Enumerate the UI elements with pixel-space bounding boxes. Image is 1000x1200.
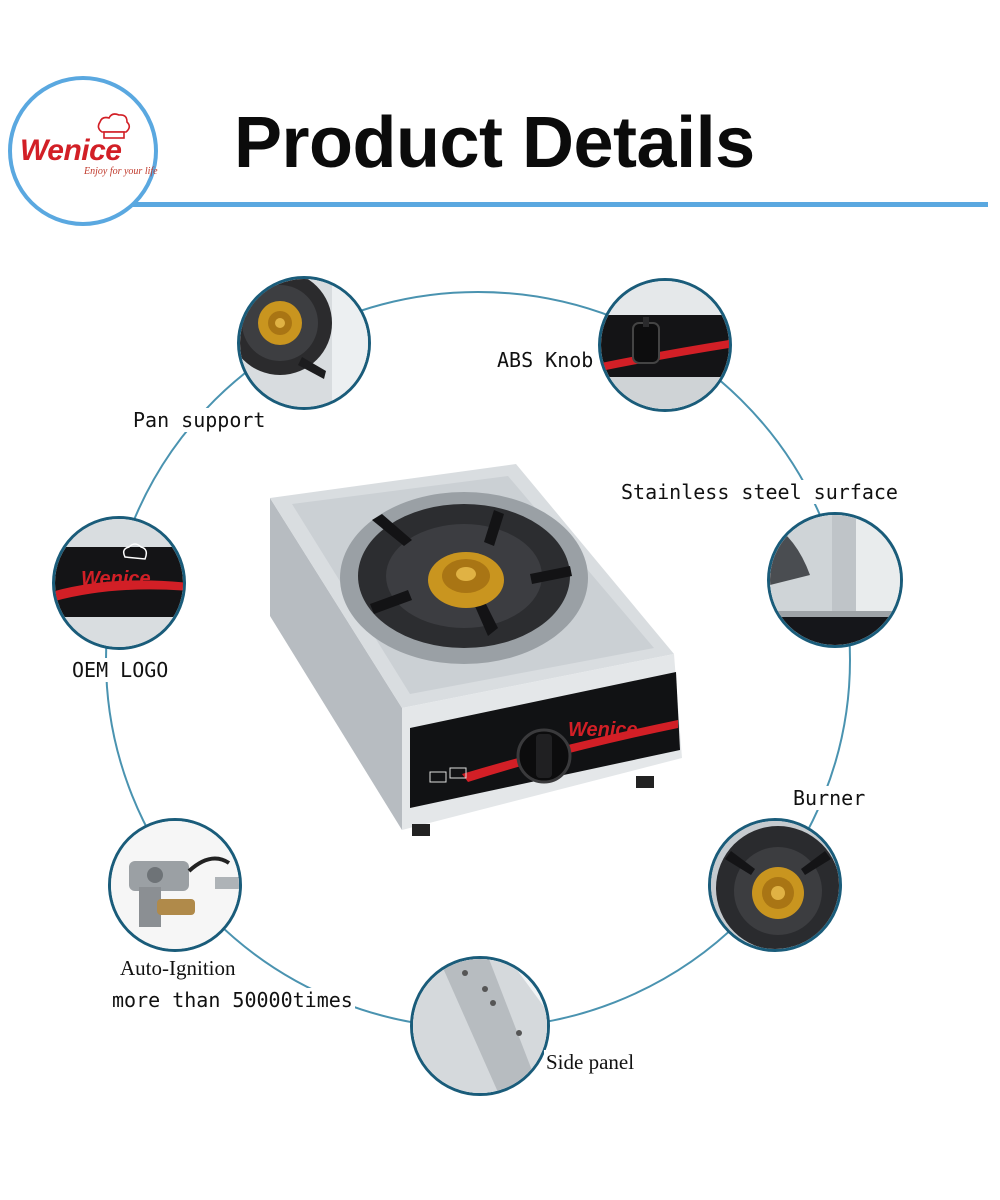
gas-stove-image: Wenice [270, 464, 682, 836]
side-panel-detail [410, 956, 550, 1096]
stainless-surface-label: Stainless steel surface [619, 480, 900, 504]
pan-support-detail [237, 276, 371, 410]
auto-ignition-label-line1: Auto-Ignition [118, 956, 238, 981]
chef-hat-icon [97, 113, 131, 139]
oem-logo-brand: Wenice [81, 568, 151, 590]
stainless-surface-detail [767, 512, 903, 648]
abs-knob-label: ABS Knob [495, 348, 596, 372]
brand-logo: Wenice Enjoy for your life [8, 76, 158, 226]
side-panel-label: Side panel [544, 1050, 637, 1075]
burner-detail [708, 818, 842, 952]
title-underline [130, 202, 988, 207]
burner-label: Burner [791, 786, 868, 810]
auto-ignition-label-line2: more than 50000times [110, 988, 355, 1012]
oem-logo-label: OEM LOGO [70, 658, 171, 682]
stove-panel-brand: Wenice [568, 719, 638, 741]
page-title: Product Details [234, 103, 755, 183]
pan-support-label: Pan support [131, 408, 268, 432]
abs-knob-detail [598, 278, 732, 412]
auto-ignition-detail [108, 818, 242, 952]
brand-name: Wenice [20, 134, 122, 167]
brand-tagline: Enjoy for your life [84, 166, 158, 177]
oem-logo-detail: Wenice [52, 516, 186, 650]
